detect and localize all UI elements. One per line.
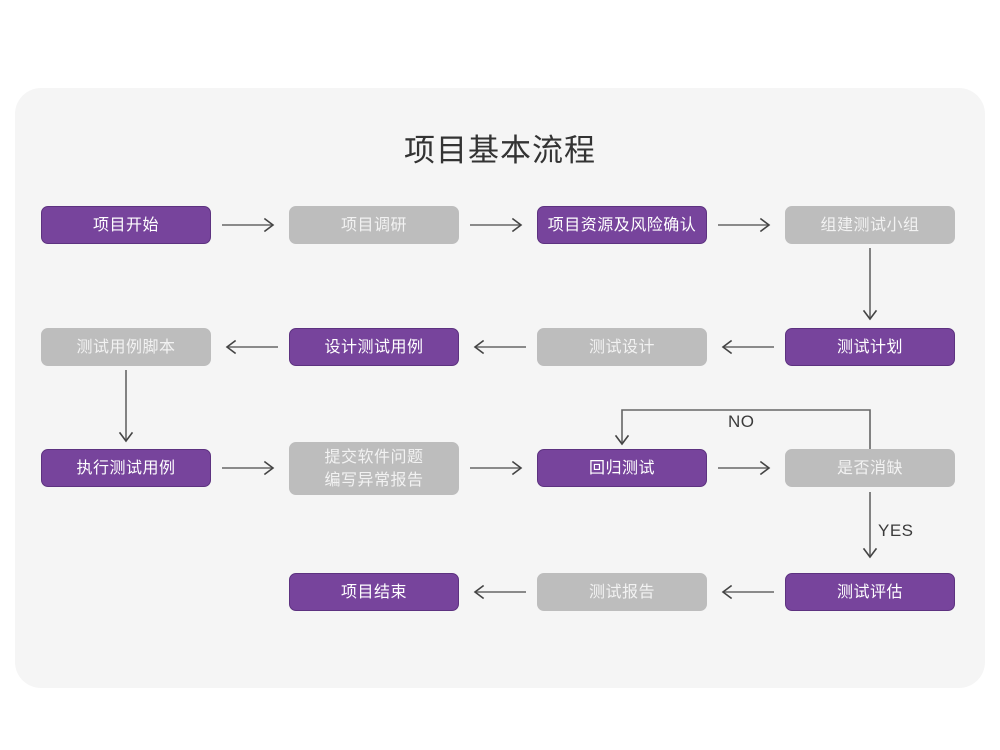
arrow-n7-to-n8 bbox=[222, 339, 278, 355]
node-test-design[interactable]: 测试设计 bbox=[537, 328, 707, 366]
arrow-n1-to-n2 bbox=[222, 217, 278, 233]
node-project-research[interactable]: 项目调研 bbox=[289, 206, 459, 244]
page-title: 项目基本流程 bbox=[404, 133, 596, 168]
node-label: 提交软件问题 编写异常报告 bbox=[324, 448, 424, 489]
arrow-yes-to-n13 bbox=[862, 492, 880, 564]
arrow-no-loop bbox=[614, 405, 885, 457]
edge-label-yes: YES bbox=[878, 521, 914, 540]
node-test-plan[interactable]: 测试计划 bbox=[785, 328, 955, 366]
node-execute-test-case[interactable]: 执行测试用例 bbox=[41, 449, 211, 487]
node-label: 项目资源及风险确认 bbox=[547, 216, 697, 234]
node-resource-risk-confirm[interactable]: 项目资源及风险确认 bbox=[537, 206, 707, 244]
node-label: 项目开始 bbox=[92, 216, 159, 234]
node-label: 设计测试用例 bbox=[324, 338, 424, 356]
node-label: 项目结束 bbox=[340, 583, 407, 601]
node-test-report[interactable]: 测试报告 bbox=[537, 573, 707, 611]
arrow-n11-to-n12 bbox=[718, 460, 774, 476]
node-test-case-script[interactable]: 测试用例脚本 bbox=[41, 328, 211, 366]
arrow-n14-to-n15 bbox=[470, 584, 526, 600]
node-label: 执行测试用例 bbox=[76, 459, 176, 477]
node-label: 是否消缺 bbox=[836, 459, 903, 477]
edge-label-no: NO bbox=[728, 412, 755, 431]
node-label: 测试计划 bbox=[836, 338, 903, 356]
arrow-n5-to-n6 bbox=[718, 339, 774, 355]
arrow-n13-to-n14 bbox=[718, 584, 774, 600]
node-defect-cleared-decision[interactable]: 是否消缺 bbox=[785, 449, 955, 487]
node-label: 回归测试 bbox=[588, 459, 655, 477]
node-submit-issue-report[interactable]: 提交软件问题 编写异常报告 bbox=[289, 442, 459, 495]
arrow-n3-to-n4 bbox=[718, 217, 774, 233]
node-design-test-case[interactable]: 设计测试用例 bbox=[289, 328, 459, 366]
node-test-evaluation[interactable]: 测试评估 bbox=[785, 573, 955, 611]
node-label: 测试报告 bbox=[588, 583, 655, 601]
node-regression-test[interactable]: 回归测试 bbox=[537, 449, 707, 487]
arrow-n6-to-n7 bbox=[470, 339, 526, 355]
node-build-test-team[interactable]: 组建测试小组 bbox=[785, 206, 955, 244]
arrow-n9-to-n10 bbox=[222, 460, 278, 476]
node-project-start[interactable]: 项目开始 bbox=[41, 206, 211, 244]
node-label: 测试设计 bbox=[588, 338, 655, 356]
node-label: 组建测试小组 bbox=[820, 216, 920, 234]
arrow-n4-to-n5 bbox=[862, 248, 880, 326]
node-project-end[interactable]: 项目结束 bbox=[289, 573, 459, 611]
arrow-n8-to-n9 bbox=[118, 370, 136, 448]
node-label: 测试评估 bbox=[836, 583, 903, 601]
node-label: 项目调研 bbox=[340, 216, 407, 234]
node-label: 测试用例脚本 bbox=[76, 338, 176, 356]
arrow-n2-to-n3 bbox=[470, 217, 526, 233]
arrow-n10-to-n11 bbox=[470, 460, 526, 476]
